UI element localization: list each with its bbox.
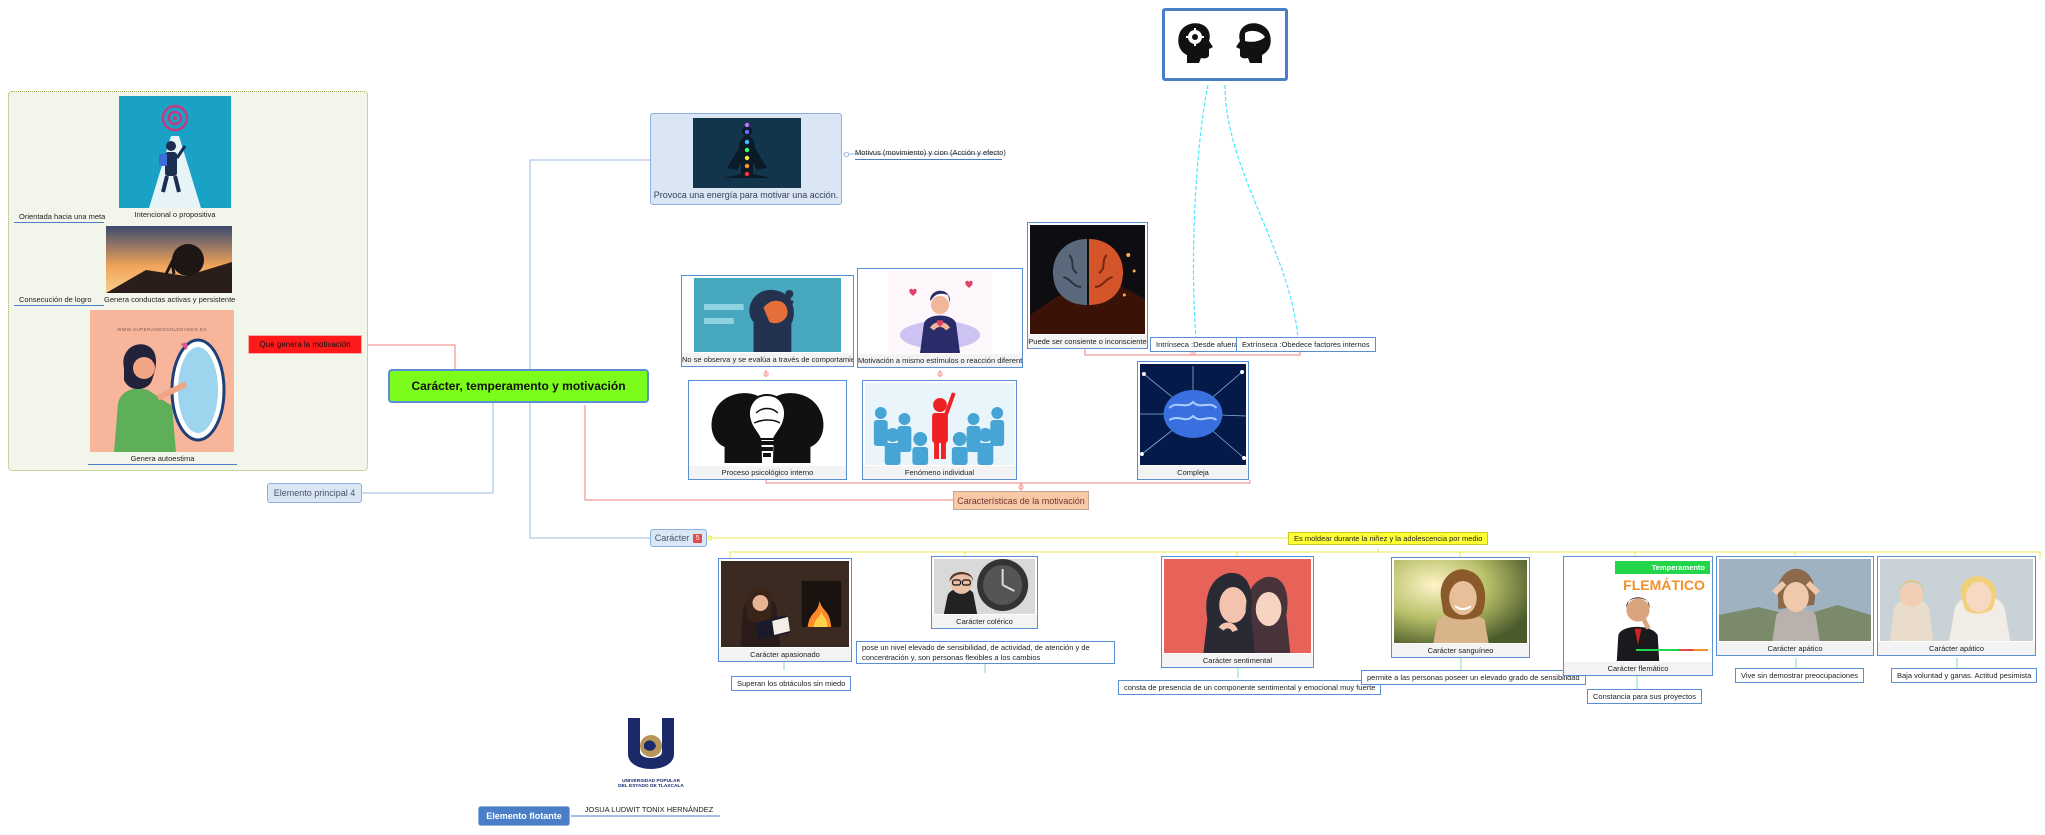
character-sentimental-detail[interactable]: consta de presencia de un componente sen… — [1118, 680, 1382, 695]
character-sanguine[interactable]: Carácter sanguíneo — [1391, 557, 1530, 658]
character-choleric-detail-text: pose un nivel elevado de sensibilidad, d… — [862, 643, 1090, 662]
meditation-image — [693, 118, 801, 188]
heads-image-topic[interactable] — [1162, 8, 1288, 81]
author-name[interactable]: JOSUA LUDWIT TONIX HERNÁNDEZ — [584, 805, 714, 814]
feature-stimuli-caption: Motivación a mismo estímulos o reacción … — [858, 354, 1022, 367]
main-element-4-topic[interactable]: Elemento principal 4 — [267, 483, 362, 503]
feature-complex-caption: Compleja — [1138, 466, 1248, 479]
generates-item-2-caption: Genera conductas activas y persistente — [104, 295, 236, 304]
feature-observe[interactable]: No se observa y se evalúa a través de co… — [681, 275, 854, 367]
character-apathetic-2-detail[interactable]: Baja voluntad y ganas. Actitud pesimista — [1891, 668, 2038, 683]
phlegmatic-word: FLEMÁTICO — [1623, 577, 1705, 593]
feature-individual[interactable]: Fenómeno individual — [862, 380, 1017, 480]
character-apathetic-1-caption: Carácter apático — [1717, 642, 1873, 655]
feature-extrinsic[interactable]: Extrínseca :Obedece factores internos — [1236, 337, 1376, 352]
character-phlegmatic-caption: Carácter flemático — [1564, 662, 1712, 675]
generates-label: Que genera la motivación — [259, 340, 351, 349]
character-choleric-caption: Carácter colérico — [932, 615, 1037, 628]
main-element-4-label: Elemento principal 4 — [273, 488, 356, 498]
features-topic[interactable]: Características de la motivación — [953, 491, 1089, 510]
goal-climber-image — [119, 96, 231, 208]
feature-conscious-caption: Puede ser consiente o inconsciente — [1028, 335, 1147, 348]
root-title: Carácter, temperamento y motivación — [411, 379, 626, 393]
character-note-text: Es moldear durante la niñez y la adolesc… — [1294, 534, 1483, 543]
energy-caption: Provoca una energía para motivar una acc… — [653, 190, 839, 200]
brain-split-image — [1030, 225, 1145, 334]
twin-faces-image — [1164, 559, 1311, 653]
head-lightbulb-image — [691, 383, 844, 465]
generates-item-3[interactable]: WWW.SUPERANDOSOLEDADES.ES Genera autoest… — [88, 310, 237, 466]
self-esteem-watermark: WWW.SUPERANDOSOLEDADES.ES — [117, 327, 207, 332]
character-phlegmatic-detail[interactable]: Constancia para sus proyectos — [1587, 689, 1702, 704]
character-passionate-detail[interactable]: Superan los obtáculos sin miedo — [731, 676, 852, 691]
character-choleric-detail[interactable]: pose un nivel elevado de sensibilidad, d… — [856, 641, 1115, 664]
character-apathetic-1[interactable]: Carácter apático — [1716, 556, 1874, 656]
logo-line-1: UNIVERSIDAD POPULAR — [622, 779, 680, 784]
character-apathetic-2[interactable]: Carácter apático — [1877, 556, 2036, 656]
feature-individual-caption: Fenómeno individual — [863, 466, 1016, 479]
self-esteem-image — [90, 310, 234, 452]
character-label: Carácter — [654, 533, 690, 543]
character-choleric[interactable]: Carácter colérico — [931, 556, 1038, 629]
generates-item-2[interactable]: Genera conductas activas y persistente — [104, 226, 236, 306]
feature-internal[interactable]: Proceso psicológico interno — [688, 380, 847, 480]
phlegmatic-image: Temperamento FLEMÁTICO — [1566, 559, 1710, 661]
character-phlegmatic[interactable]: Temperamento FLEMÁTICO Carácter flemátic… — [1563, 556, 1713, 676]
feature-stimuli[interactable]: Motivación a mismo estímulos o reacción … — [857, 268, 1023, 368]
smiling-woman-image — [1394, 560, 1527, 643]
logo-line-2: DEL ESTADO DE TLAXCALA — [618, 784, 684, 789]
generates-item-1[interactable]: Intencional o propositiva — [117, 96, 233, 222]
character-passionate-caption: Carácter apasionado — [719, 648, 851, 661]
reading-fireplace-image — [721, 561, 849, 647]
character-sentimental-caption: Carácter sentimental — [1162, 654, 1313, 667]
two-heads-gears-icon — [1178, 23, 1271, 64]
bored-girl-image — [1719, 559, 1871, 641]
crowd-red-figure-image — [865, 383, 1014, 465]
feature-complex[interactable]: Compleja — [1137, 361, 1249, 480]
mind-puzzle-image — [694, 278, 841, 352]
feature-conscious[interactable]: Puede ser consiente o inconsciente — [1027, 222, 1148, 349]
root-topic[interactable]: Carácter, temperamento y motivación — [388, 369, 649, 403]
character-topic[interactable]: Carácter 5 — [650, 529, 707, 547]
self-love-image — [888, 271, 992, 353]
character-apathetic-2-caption: Carácter apático — [1878, 642, 2035, 655]
character-apathetic-1-detail[interactable]: Vive sin demostrar preocupaciones — [1735, 668, 1865, 683]
floating-element-topic[interactable]: Elemento flotante — [478, 806, 570, 826]
character-sanguine-detail[interactable]: permite a las personas poseer un elevado… — [1361, 670, 1586, 685]
feature-intrinsic[interactable]: Intrínseca :Desde afuera — [1150, 337, 1245, 352]
generates-item-3-caption: Genera autoestima — [88, 454, 237, 465]
character-note[interactable]: Es moldear durante la niñez y la adolesc… — [1288, 532, 1489, 545]
features-label: Características de la motivación — [957, 495, 1085, 506]
character-sanguine-caption: Carácter sanguíneo — [1392, 644, 1529, 657]
character-count-badge[interactable]: 5 — [693, 533, 703, 543]
neural-brain-image — [1140, 364, 1246, 465]
phlegmatic-lines — [1636, 649, 1708, 651]
character-sentimental[interactable]: Carácter sentimental — [1161, 556, 1314, 668]
sad-children-image — [1880, 559, 2033, 641]
sunset-boulder-image — [106, 226, 232, 293]
floating-element-label: Elemento flotante — [486, 811, 562, 821]
generates-topic[interactable]: Que genera la motivación — [248, 335, 362, 354]
clock-face-image — [934, 559, 1035, 614]
generates-item-1-caption: Intencional o propositiva — [134, 210, 216, 219]
generates-item-1-side[interactable]: Orientada hacia una meta — [14, 212, 105, 223]
feature-observe-caption: No se observa y se evalúa a través de co… — [682, 353, 853, 366]
feature-internal-caption: Proceso psicológico interno — [689, 466, 846, 479]
temperament-banner: Temperamento — [1615, 561, 1710, 574]
energy-collapse-handle[interactable] — [843, 151, 850, 158]
energy-detail[interactable]: Motivus (movimiento) y cion (Acción y ef… — [855, 148, 1006, 160]
energy-topic[interactable]: Provoca una energía para motivar una acc… — [650, 113, 842, 205]
generates-item-2-side[interactable]: Consecución de logro — [14, 295, 104, 306]
university-logo: UNIVERSIDAD POPULAR DEL ESTADO DE TLAXCA… — [614, 716, 688, 792]
character-passionate[interactable]: Carácter apasionado — [718, 558, 852, 662]
